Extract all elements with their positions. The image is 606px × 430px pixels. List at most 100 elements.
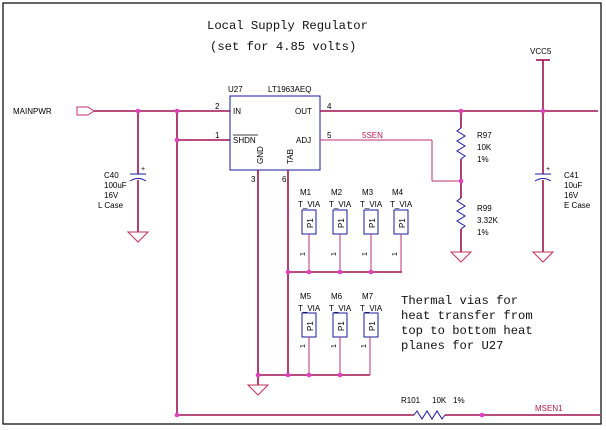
via-m3-pin: 1 <box>362 252 369 256</box>
junction-dot <box>285 372 291 378</box>
c40-case: L Case <box>98 201 124 210</box>
via-m1-ref: M1 <box>300 188 312 197</box>
junction-dot <box>458 178 464 184</box>
r101-body <box>413 410 446 420</box>
net-label-vcc5: VCC5 <box>530 47 552 56</box>
via-m1-pad-label: P1 <box>306 218 315 228</box>
u27-pinnum-shdn: 1 <box>215 131 220 140</box>
c41-plate-bottom <box>534 178 552 182</box>
c40-ground-icon <box>126 231 150 243</box>
via-m6: M6 T_VIA P1 1 <box>329 292 352 375</box>
via-m3-type: T_VIA <box>360 200 383 209</box>
c41-voltage: 16V <box>564 191 579 200</box>
u27-ground-icon <box>246 384 270 396</box>
sheet-border <box>2 2 602 425</box>
junctions <box>135 108 546 418</box>
u27-pinnum-tab: 6 <box>282 175 287 184</box>
r101-ref: R101 <box>401 396 421 405</box>
u27-pinnum-gnd: 3 <box>251 175 256 184</box>
via-m5-pin: 1 <box>300 344 307 348</box>
u27-pin-gnd: GND <box>256 146 265 164</box>
via-m2-pad-label: P1 <box>337 218 346 228</box>
junction-dot <box>174 137 180 143</box>
via-m6-ref: M6 <box>331 292 343 301</box>
via-m4: M4 T_VIA P1 1 <box>390 188 413 272</box>
via-m1-pin: 1 <box>300 252 307 256</box>
junction-dot <box>368 269 374 275</box>
u27-pin-adj: ADJ <box>296 136 311 145</box>
via-m5: M5 T_VIA P1 1 <box>298 292 321 375</box>
junction-dot <box>306 372 312 378</box>
junction-dot <box>174 412 180 418</box>
r97-value: 10K <box>477 143 492 152</box>
via-m7-pad-label: P1 <box>368 321 377 331</box>
r99-body <box>456 197 466 230</box>
u27-part: LT1963AEQ <box>268 85 311 94</box>
c41-ref: C41 <box>564 171 579 180</box>
r101-value: 10K <box>432 396 447 405</box>
net-label-mainpwr: MAINPWR <box>13 107 52 116</box>
junction-dot <box>135 108 141 114</box>
via-m7-ref: M7 <box>362 292 374 301</box>
junction-dot <box>285 269 291 275</box>
via-m7-type: T_VIA <box>360 304 383 313</box>
via-m5-ref: M5 <box>300 292 312 301</box>
via-m6-pin: 1 <box>331 344 338 348</box>
via-m6-pad-label: P1 <box>337 321 346 331</box>
c40-plate-bottom <box>129 178 147 182</box>
junction-dot <box>540 108 546 114</box>
r99-ref: R99 <box>477 204 492 213</box>
net-label-5sen: 5SEN <box>362 131 383 140</box>
via-m4-type: T_VIA <box>390 200 413 209</box>
net-label-msen1: MSEN1 <box>535 404 563 413</box>
u27-pin-shdn: SHDN <box>233 136 256 145</box>
via-m7: M7 T_VIA P1 1 <box>360 292 383 375</box>
c40-ref: C40 <box>104 171 119 180</box>
u27-pin-out: OUT <box>295 107 312 116</box>
note-line2: heat transfer from <box>401 309 533 323</box>
via-m4-pad-label: P1 <box>398 218 407 228</box>
junction-dot <box>479 412 485 418</box>
junction-dot <box>458 108 464 114</box>
via-m4-ref: M4 <box>392 188 404 197</box>
r99-value: 3.32K <box>477 216 499 225</box>
junction-dot <box>337 269 343 275</box>
note-line1: Thermal vias for <box>401 294 518 308</box>
c41-value: 10uF <box>564 181 582 190</box>
c40-voltage: 16V <box>104 191 119 200</box>
c41-case: E Case <box>564 201 591 210</box>
note-line3: top to bottom heat <box>401 324 533 338</box>
c41-ground-icon <box>531 251 555 263</box>
via-m1: M1 T_VIA P1 1 <box>298 188 321 272</box>
via-m2: M2 T_VIA P1 1 <box>329 188 352 272</box>
junction-dot <box>306 269 312 275</box>
via-m5-type: T_VIA <box>298 304 321 313</box>
via-m7-pin: 1 <box>361 344 368 348</box>
r97-ref: R97 <box>477 131 492 140</box>
mainpwr-port-symbol <box>76 106 95 116</box>
c40-value: 100uF <box>104 181 127 190</box>
r101-tol: 1% <box>453 396 465 405</box>
u27-ref: U27 <box>228 85 243 94</box>
r97-body <box>456 127 466 160</box>
via-m2-type: T_VIA <box>329 200 352 209</box>
via-m2-ref: M2 <box>331 188 343 197</box>
u27-pinnum-out: 4 <box>327 102 332 111</box>
via-m2-pin: 1 <box>331 252 338 256</box>
r99-tol: 1% <box>477 228 489 237</box>
u27-body <box>229 95 321 171</box>
u27-pin-tab: TAB <box>286 149 295 164</box>
junction-dot <box>337 372 343 378</box>
via-m4-pin: 1 <box>392 252 399 256</box>
via-m3-ref: M3 <box>362 188 374 197</box>
u27-pinnum-in: 2 <box>215 102 220 111</box>
title-line2: (set for 4.85 volts) <box>210 40 356 54</box>
title-line1: Local Supply Regulator <box>207 19 368 33</box>
via-m6-type: T_VIA <box>329 304 352 313</box>
u27-pin-in: IN <box>233 107 241 116</box>
r99-ground-icon <box>449 251 473 263</box>
u27-pinnum-adj: 5 <box>327 131 332 140</box>
c40-polarity: + <box>141 166 145 173</box>
junction-dot <box>255 372 261 378</box>
